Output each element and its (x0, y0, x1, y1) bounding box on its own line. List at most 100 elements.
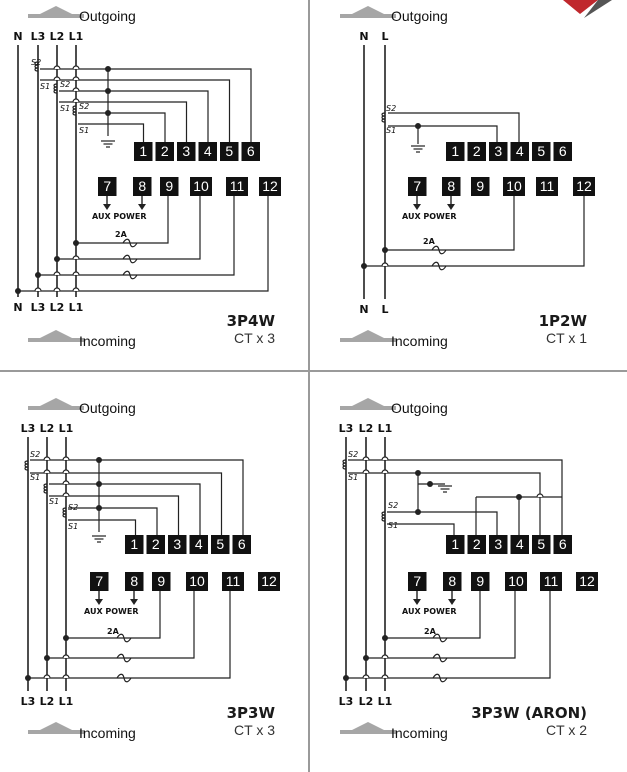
terminal-5-label: 5 (537, 143, 545, 159)
terminal-11 (536, 177, 558, 196)
terminal-10 (190, 177, 212, 196)
fuse-symbol (431, 261, 447, 271)
terminal-8-label: 8 (130, 573, 138, 589)
down-arrow-icon (447, 204, 455, 210)
ct-coil-icon (34, 61, 39, 72)
terminal-10 (503, 177, 525, 196)
incoming-caption: Incoming (391, 333, 448, 349)
ct-count: CT x 2 (546, 722, 587, 738)
aux-power-label: AUX POWER (84, 607, 139, 616)
wire-crossover (72, 98, 80, 103)
terminal-7-label: 7 (103, 178, 111, 194)
ct-coil-icon (24, 460, 29, 471)
terminal-1 (446, 535, 465, 554)
wire-crossover (72, 87, 80, 92)
incoming-caption: Incoming (79, 333, 136, 349)
terminal-2-label: 2 (152, 536, 160, 552)
ct-lead-wire (40, 79, 231, 142)
terminal-7-label: 7 (95, 573, 103, 589)
ct-lead-wire (387, 523, 455, 535)
fuse-symbol (116, 673, 132, 683)
terminal-7-label: 7 (413, 573, 421, 589)
terminal-9-label: 9 (476, 178, 484, 194)
terminal-12 (259, 177, 281, 196)
line-label-bottom: L3 (21, 695, 36, 708)
ct-s2-label: S2 (388, 501, 398, 510)
wire-crossover (34, 287, 42, 292)
ct-s2-label: S2 (31, 58, 41, 67)
fuse-symbol (122, 238, 138, 248)
fuse-rating-label: 2A (107, 627, 120, 636)
wire-crossover (72, 287, 80, 292)
voltage-lead-wire (57, 196, 201, 260)
terminal-11 (540, 572, 562, 591)
fuse-rating-label: 2A (424, 627, 437, 636)
terminal-1-label: 1 (130, 536, 138, 552)
corner-dark-stripe (584, 0, 612, 18)
fuse-symbol (122, 270, 138, 280)
ct-lead-wire (30, 459, 244, 535)
terminal-1 (125, 535, 144, 554)
ct-s1-label: S1 (79, 126, 89, 135)
terminal-12 (258, 572, 280, 591)
terminal-4 (198, 142, 217, 161)
wire-crossover (72, 271, 80, 276)
terminal-1-label: 1 (139, 143, 147, 159)
terminal-10-label: 10 (506, 178, 522, 194)
ct-lead-wire (348, 459, 563, 535)
aux-power-label: AUX POWER (402, 212, 457, 221)
corner-red-triangle (563, 0, 598, 14)
voltage-lead-wire (18, 196, 269, 292)
terminal-4 (510, 142, 529, 161)
ct-coil-icon (342, 459, 347, 470)
ct-lead-wire (388, 112, 520, 142)
voltage-lead-wire (364, 196, 585, 267)
ct-s2-label: S2 (348, 450, 358, 459)
terminal-9-label: 9 (157, 573, 165, 589)
line-label-top: L2 (50, 30, 65, 43)
ct-lead-wire (78, 112, 166, 142)
ct-s2-label: S2 (60, 80, 70, 89)
terminal-6-label: 6 (559, 536, 567, 552)
voltage-lead-wire (346, 591, 551, 679)
line-label-top: L3 (21, 422, 36, 435)
voltage-lead-wire (366, 591, 516, 659)
terminal-6-label: 6 (559, 143, 567, 159)
ct-count: CT x 3 (234, 722, 275, 738)
down-arrow-icon (130, 599, 138, 605)
terminal-2-label: 2 (473, 143, 481, 159)
wire-crossover (62, 674, 70, 679)
fuse-symbol (432, 633, 448, 643)
terminal-5 (220, 142, 239, 161)
ct-coil-icon (72, 105, 77, 116)
terminal-7 (98, 177, 117, 196)
terminal-6 (553, 142, 572, 161)
wire-crossover (53, 76, 61, 81)
voltage-lead-wire (47, 591, 195, 659)
wire-crossover (72, 76, 80, 81)
terminal-4-label: 4 (204, 143, 212, 159)
voltage-lead-wire (66, 591, 161, 639)
terminal-8-label: 8 (447, 178, 455, 194)
terminal-5-label: 5 (537, 536, 545, 552)
terminal-6-label: 6 (247, 143, 255, 159)
terminal-8 (443, 572, 462, 591)
wire-crossover (53, 287, 61, 292)
ct-s1-label: S1 (68, 522, 78, 531)
wire-crossover (62, 469, 70, 474)
terminal-9 (160, 177, 179, 196)
terminal-11-label: 11 (544, 573, 559, 589)
terminal-10-label: 10 (508, 573, 524, 589)
line-label-top: N (359, 30, 368, 43)
wire-crossover (72, 255, 80, 260)
ct-coil-icon (381, 511, 386, 522)
fuse-symbol (116, 653, 132, 663)
terminal-4-label: 4 (516, 536, 524, 552)
line-label-bottom: L3 (339, 695, 354, 708)
outgoing-arrow-icon (28, 398, 84, 410)
fuse-rating-label: 2A (423, 237, 436, 246)
